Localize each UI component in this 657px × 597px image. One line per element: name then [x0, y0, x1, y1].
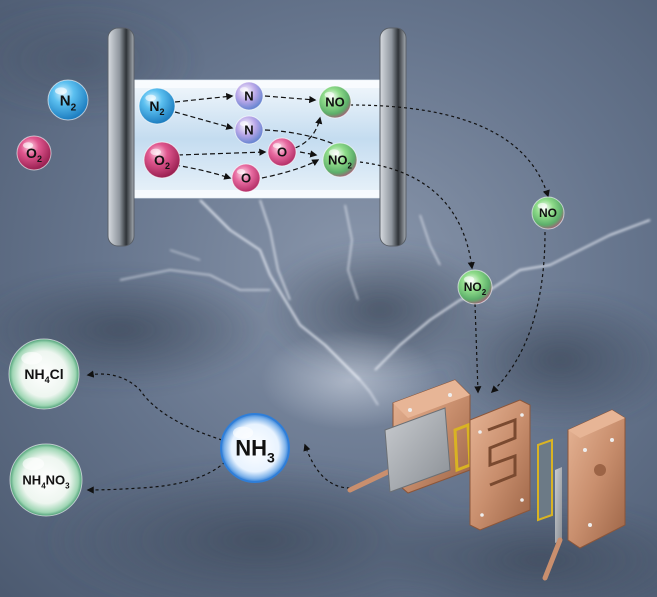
o2-reactor-molecule: O2: [143, 141, 181, 179]
arrow-no2-to-cell: [474, 303, 482, 394]
nh4no3-product: NH4NO3: [9, 443, 83, 517]
arrow-o-low-to-no2: [261, 159, 320, 179]
arrow-no-out: [349, 104, 550, 198]
cell-electrode: [537, 438, 553, 522]
o2-free-molecule-label: O2: [26, 145, 42, 164]
arrow-o-mid-to-no2: [299, 150, 318, 158]
n-atom-mid-label: N: [244, 123, 253, 138]
lightning-bolts: [119, 199, 651, 406]
no-product-molecule-label: NO: [539, 206, 557, 220]
arrow-n-mid-to-no2: [264, 129, 350, 151]
right-flange: [379, 27, 407, 247]
arrow-nh3-to-nh4no3: [86, 461, 226, 494]
arrow-n-top-to-no: [264, 95, 317, 104]
n-atom-top: N: [234, 81, 264, 111]
arrow-nh3-to-nh4cl: [86, 370, 223, 441]
no-reactor-molecule-label: NO: [325, 95, 345, 110]
n-atom-top-label: N: [244, 89, 253, 104]
n2-free-molecule-label: N2: [60, 92, 77, 113]
left-flange: [107, 27, 135, 247]
reactor-arrows: [174, 93, 350, 180]
arrow-no2-out: [359, 161, 475, 270]
o2-free-molecule: O2: [16, 135, 52, 171]
cell-inlet-tube: [347, 467, 395, 493]
o-atom-mid-label: O: [277, 145, 287, 160]
nh4cl-product-label: NH4Cl: [24, 366, 63, 385]
nh3-molecule-label: NH3: [235, 436, 275, 466]
no-reactor-molecule: NO: [318, 85, 352, 119]
cell-outlet-tube: [542, 537, 563, 581]
n2-reactor-molecule: N2: [138, 87, 176, 125]
no-product-molecule: NO: [531, 196, 565, 230]
o2-reactor-molecule-label: O2: [154, 152, 170, 171]
arrow-o-mid-to-no: [294, 116, 323, 149]
o-atom-mid: O: [267, 137, 297, 167]
no2-product-molecule: NO2: [457, 269, 493, 305]
cell-flow-plate: [469, 399, 531, 531]
n-atom-mid: N: [234, 115, 264, 145]
o-atom-low: O: [231, 163, 261, 193]
n2-reactor-molecule-label: N2: [149, 98, 164, 117]
cell-gasket-plate: [384, 407, 451, 493]
n2-free-molecule: N2: [47, 79, 89, 121]
arrow-n2-to-n-mid: [174, 111, 234, 130]
flow-arrows: [86, 104, 550, 494]
arrow-o2-to-o-low: [174, 164, 232, 180]
no2-reactor-molecule-label: NO2: [328, 153, 353, 171]
no2-reactor-molecule: NO2: [322, 142, 358, 178]
no2-product-molecule-label: NO2: [464, 280, 487, 297]
cell-separator: [555, 467, 562, 543]
o-atom-low-label: O: [241, 171, 251, 186]
cell-end-plate-right: [567, 409, 626, 549]
arrow-n2-to-n-top: [174, 93, 234, 103]
nh4no3-product-label: NH4NO3: [22, 473, 70, 491]
arrow-o2-to-o-mid: [177, 148, 267, 156]
nh3-molecule: NH3: [220, 413, 290, 483]
nh4cl-product: NH4Cl: [8, 338, 80, 410]
arrow-no-to-cell: [490, 231, 546, 394]
electrochemical-cell: [347, 379, 626, 581]
